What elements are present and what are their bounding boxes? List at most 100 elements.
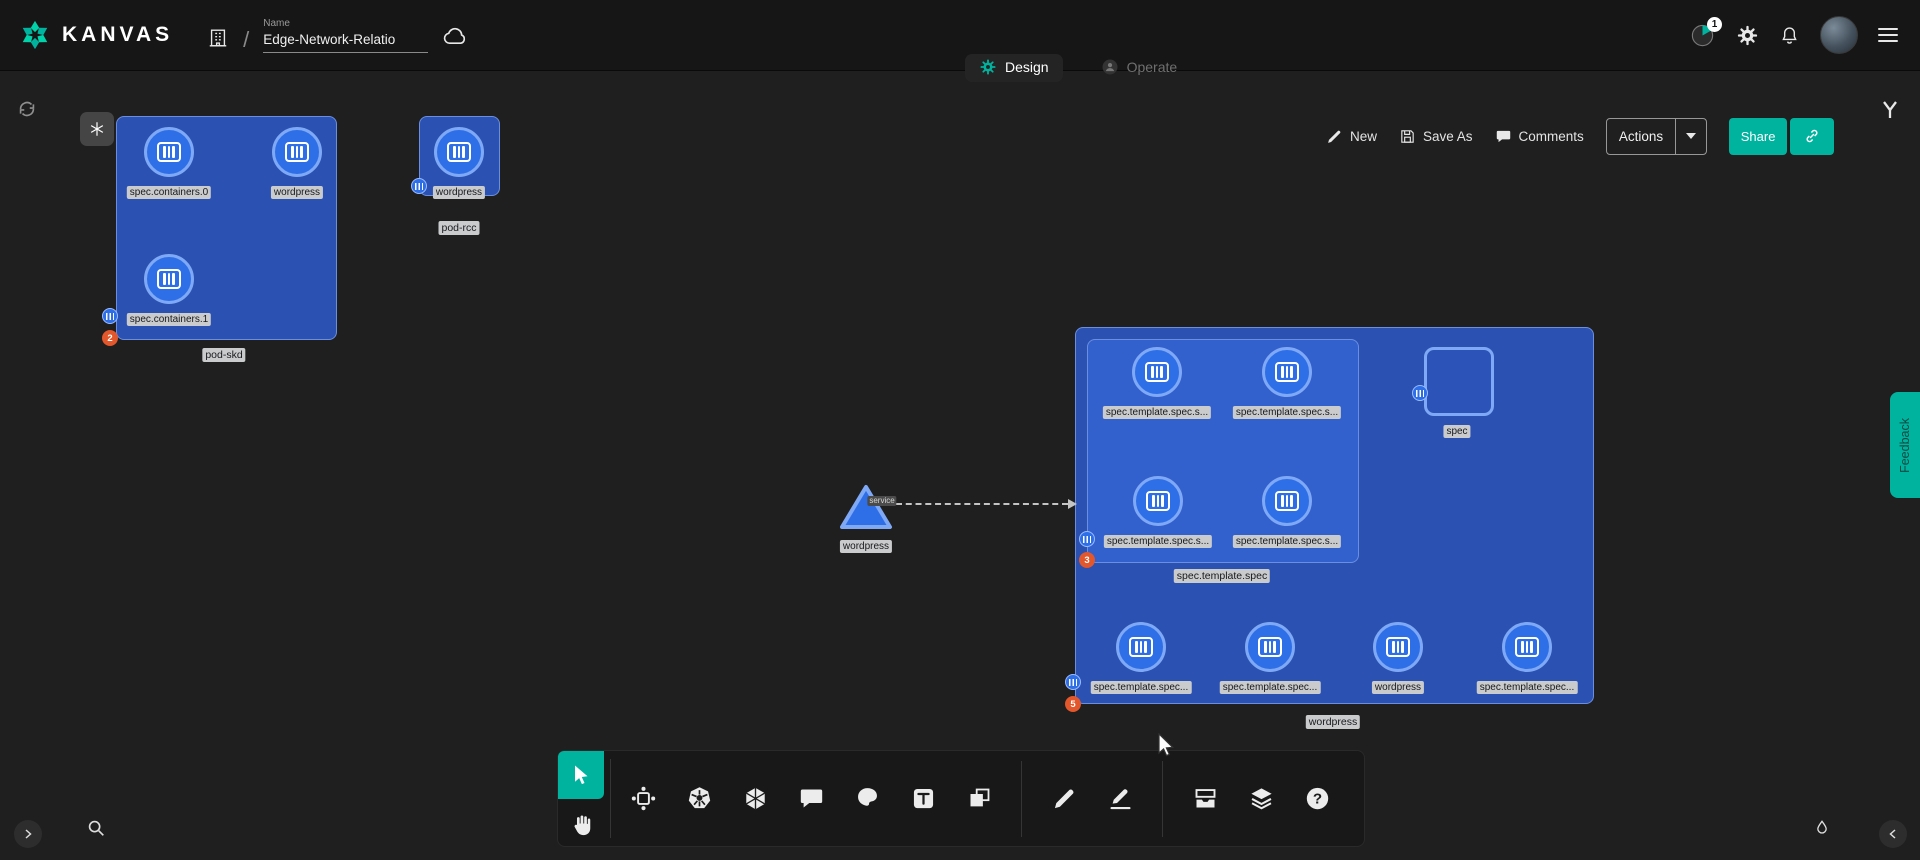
select-tool[interactable] xyxy=(558,751,604,799)
container-node[interactable] xyxy=(144,127,194,177)
comment-icon xyxy=(1495,128,1512,145)
spec-node[interactable] xyxy=(1424,347,1494,416)
collapse-panel-button[interactable] xyxy=(1879,820,1907,848)
save-as-button[interactable]: Save As xyxy=(1399,128,1473,145)
kubernetes-tool[interactable] xyxy=(681,781,717,817)
error-count-badge[interactable]: 3 xyxy=(1079,552,1095,568)
group-label: pod-rcc xyxy=(438,221,480,235)
container-node[interactable] xyxy=(1116,622,1166,672)
group-label: pod-skd xyxy=(202,348,246,362)
design-name-label: Name xyxy=(263,17,290,29)
kubernetes-badge[interactable] xyxy=(102,308,118,324)
comments-label: Comments xyxy=(1518,128,1584,144)
text-tool[interactable] xyxy=(905,781,941,817)
container-node[interactable] xyxy=(1262,347,1312,397)
container-mini-icon xyxy=(1416,389,1424,397)
kubernetes-badge[interactable] xyxy=(1065,674,1081,690)
container-mini-icon xyxy=(1069,678,1077,686)
breadcrumb-separator: / xyxy=(243,26,250,52)
container-icon xyxy=(285,142,309,162)
node-label: wordpress xyxy=(270,186,324,199)
container-icon xyxy=(1129,637,1153,657)
actions-dropdown-button[interactable]: Actions xyxy=(1605,117,1708,155)
notifications-icon[interactable] xyxy=(1779,24,1800,47)
tab-operate-label: Operate xyxy=(1126,59,1178,75)
container-node[interactable] xyxy=(434,127,484,177)
help-tool[interactable]: ? xyxy=(1299,781,1335,817)
menu-icon[interactable] xyxy=(1878,28,1898,42)
cloud-save-icon[interactable] xyxy=(442,25,469,53)
layer5-logo-icon xyxy=(1878,98,1902,127)
comment-tool[interactable] xyxy=(793,781,829,817)
node-label: spec.template.spec... xyxy=(1476,681,1578,694)
comments-button[interactable]: Comments xyxy=(1495,128,1584,145)
container-node[interactable] xyxy=(272,127,322,177)
container-node[interactable] xyxy=(1373,622,1423,672)
container-node[interactable] xyxy=(1132,347,1182,397)
settings-icon[interactable] xyxy=(1736,24,1759,47)
container-node[interactable] xyxy=(1262,476,1312,526)
magnifier-icon xyxy=(88,820,104,836)
copy-link-button[interactable] xyxy=(1790,117,1835,155)
ink-drop-button[interactable] xyxy=(1806,812,1838,844)
share-button[interactable]: Share xyxy=(1729,117,1788,155)
container-icon xyxy=(1386,637,1410,657)
annotation-tool[interactable] xyxy=(1102,781,1138,817)
container-node[interactable] xyxy=(1133,476,1183,526)
service-tag: service xyxy=(867,496,897,506)
kanvas-logo-icon xyxy=(22,20,48,50)
container-node[interactable] xyxy=(1245,622,1295,672)
tab-operate[interactable]: Operate xyxy=(1087,54,1192,82)
kubernetes-badge[interactable] xyxy=(1412,385,1428,401)
expand-panel-button[interactable] xyxy=(14,820,42,848)
dock-divider xyxy=(1021,760,1022,837)
edge-arrowhead xyxy=(1068,499,1077,509)
tool-dock: ? xyxy=(557,750,1365,847)
zoom-button[interactable] xyxy=(80,812,112,844)
layers-tool[interactable] xyxy=(1243,781,1279,817)
feedback-tab[interactable]: Feedback xyxy=(1890,392,1920,498)
kubernetes-badge[interactable] xyxy=(1079,531,1095,547)
sync-icon xyxy=(16,98,38,125)
new-button[interactable]: New xyxy=(1326,128,1377,145)
error-count-badge[interactable]: 2 xyxy=(102,330,118,346)
node-label: spec.containers.0 xyxy=(126,186,212,199)
drawer-tool[interactable] xyxy=(1187,781,1223,817)
container-icon xyxy=(157,269,181,289)
node-label: spec.template.spec... xyxy=(1219,681,1321,694)
shapes-tool[interactable] xyxy=(961,781,997,817)
service-node[interactable] xyxy=(838,482,894,537)
tab-design[interactable]: Design xyxy=(965,54,1063,82)
components-tool[interactable] xyxy=(625,781,661,817)
doodle-tool[interactable] xyxy=(849,781,885,817)
brand[interactable]: KANVAS xyxy=(18,18,173,52)
container-icon xyxy=(447,142,471,162)
container-icon xyxy=(1258,637,1282,657)
container-node[interactable] xyxy=(1502,622,1552,672)
save-as-label: Save As xyxy=(1423,128,1473,144)
user-avatar[interactable] xyxy=(1820,16,1858,54)
share-group: Share xyxy=(1729,117,1835,155)
action-bar: New Save As Comments Actions Share xyxy=(1326,116,1835,156)
new-label: New xyxy=(1350,128,1378,144)
node-label: spec.containers.1 xyxy=(126,313,212,326)
snowflake-button[interactable] xyxy=(80,112,114,146)
error-count-badge[interactable]: 5 xyxy=(1065,696,1081,712)
organization-icon[interactable] xyxy=(207,27,229,53)
meshery-tool[interactable] xyxy=(737,781,773,817)
group-spec-template-spec[interactable] xyxy=(1087,339,1359,563)
node-label: wordpress xyxy=(432,186,486,199)
container-icon xyxy=(1275,491,1299,511)
container-node[interactable] xyxy=(144,254,194,304)
extensions-icon[interactable]: 1 xyxy=(1689,16,1722,49)
header-actions: 1 xyxy=(1689,16,1898,54)
node-label: spec xyxy=(1443,425,1471,438)
container-mini-icon xyxy=(415,182,423,190)
kubernetes-badge[interactable] xyxy=(411,178,427,194)
sketch-tool[interactable] xyxy=(1046,781,1082,817)
design-name-input[interactable] xyxy=(263,29,429,53)
operate-person-icon xyxy=(1101,58,1119,76)
pan-tool[interactable] xyxy=(564,807,600,843)
edge-connector[interactable] xyxy=(896,503,1068,505)
